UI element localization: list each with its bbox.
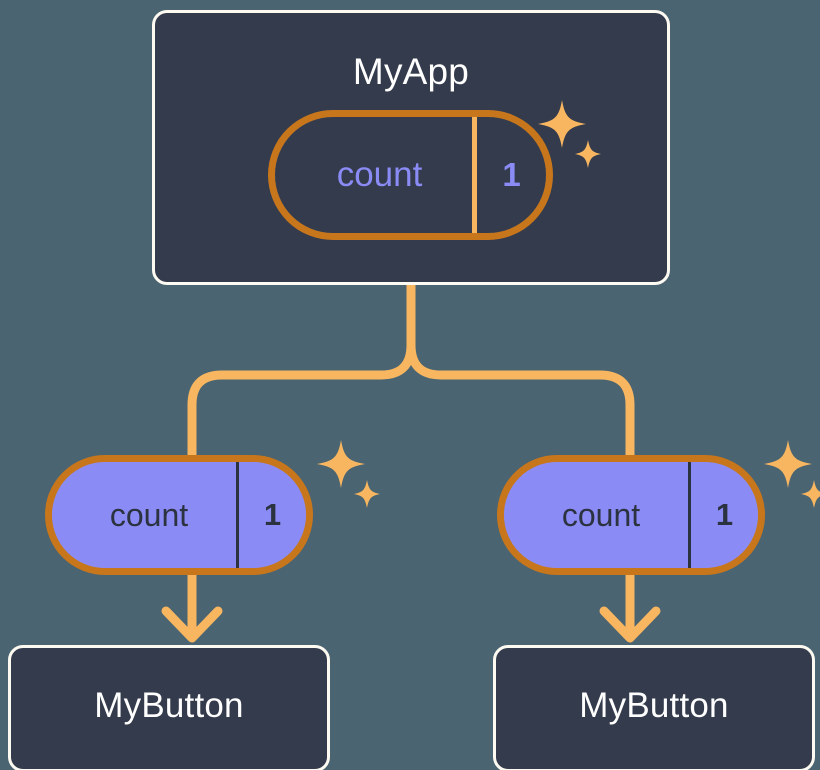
state-pill-myapp[interactable]: count 1 [268, 110, 553, 240]
state-key-label: count [336, 155, 423, 194]
page-title: MyApp [352, 51, 470, 92]
wire-to-right-child [406, 280, 635, 460]
component-card-mybutton-right[interactable]: MyButton [493, 645, 815, 770]
component-title: MyButton [579, 686, 729, 725]
state-key-label: count [109, 496, 189, 533]
state-pill-inner: count 1 [52, 462, 306, 568]
arrow-down-icon-left [161, 575, 223, 643]
sparkle-icon [764, 440, 820, 508]
state-pill-inner: count 1 [504, 462, 758, 568]
arrow-down-icon-right [599, 575, 661, 643]
state-value-label: 1 [236, 462, 306, 568]
state-value-label: 1 [688, 462, 758, 568]
sparkle-icon [317, 440, 380, 508]
component-card-mybutton-left[interactable]: MyButton [8, 645, 330, 770]
component-title: MyButton [94, 686, 244, 725]
state-value-label: 1 [472, 117, 546, 233]
state-key-label: count [561, 496, 641, 533]
wire-to-left-child [187, 280, 416, 460]
state-pill-child-right[interactable]: count 1 [497, 455, 765, 575]
state-pill-child-left[interactable]: count 1 [45, 455, 313, 575]
state-pill-inner: count 1 [275, 117, 546, 233]
